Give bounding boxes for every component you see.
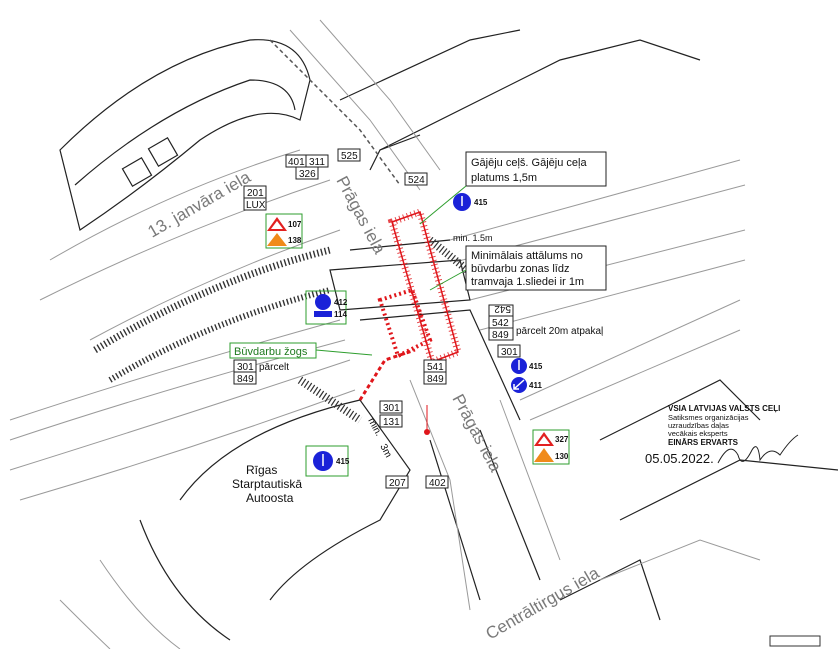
min-15-label: min. 1.5m [453,233,493,243]
sign-code-301-c: 301 [383,403,400,414]
blue-sign-415-top: 415 [453,193,488,211]
approval-dept-1: Satiksmes organizācijas [668,413,749,422]
street-pragas-top: Prāgas iela [332,173,389,257]
approval-role: vecākais eksperts [668,429,728,438]
blue-sign-415-right-code: 415 [529,362,543,371]
street-pragas-bottom: Prāgas iela [448,391,505,475]
sign-code-542: 542 [492,318,509,329]
approval-stamp: VSIA LATVIJAS VALSTS CEĻI Satiksmes orga… [645,404,799,466]
tram-text-1: Minimālais attālums no [471,250,583,262]
street-centraltirgus: Centrāltirgus iela [483,563,603,644]
sign-code-524: 524 [408,175,425,186]
fence-callout: Būvdarbu žogs [229,342,373,359]
road-linework [9,19,838,649]
blue-sign-415-bottom: 415 [305,445,350,477]
sign-code-849-c: 849 [427,374,444,385]
parcelt-20m-label: pārcelt 20m atpakaļ [516,326,603,337]
warning-138-code: 138 [288,236,302,245]
sign-code-201: 201 [247,188,264,199]
station-label-3: Autoosta [246,491,294,505]
footpath-text-1: Gājēju ceļš. Gājēju ceļa [471,157,587,169]
footpath-callout: Gājēju ceļš. Gājēju ceļa platums 1,5m [419,151,607,225]
sign-code-301-b: 301 [237,362,254,373]
tram-text-3: tramvaja 1.sliedei ir 1m [471,276,584,288]
warning-130-code: 130 [555,452,569,461]
blue-sign-114-code: 114 [334,310,347,319]
blue-sign-415-bottom-code: 415 [336,457,350,466]
approval-org: VSIA LATVIJAS VALSTS CEĻI [668,404,780,413]
blue-sign-412-code: 412 [334,298,348,307]
station-label-1: Rīgas [246,463,277,477]
sign-code-207: 207 [389,478,406,489]
blue-sign-group-right: 415 411 [511,358,543,393]
sign-code-326: 326 [299,169,316,180]
sign-code-849-a: 849 [492,330,509,341]
sign-code-lux: LUX [246,200,266,211]
warning-sign-group-right: 327 130 [532,429,570,465]
warning-sign-group-left: 107 138 [265,213,303,249]
signature-mark [717,434,799,464]
blue-sign-415-top-code: 415 [474,198,488,207]
sign-code-boxes: 401 311 326 201 LUX 525 524 542 542 849 … [233,148,521,489]
approval-date: 05.05.2022. [645,451,714,466]
sign-code-541: 541 [427,362,444,373]
blue-sign-411-code: 411 [529,381,542,390]
parcelt-label: pārcelt [259,362,289,373]
work-zone [358,207,463,435]
warning-327-code: 327 [555,435,569,444]
sign-code-131: 131 [383,417,400,428]
min-3-label-b: 3m [377,442,393,459]
blue-sign-group-left: 412 114 [305,290,348,325]
dimension-labels: min. 1.5m min. 3m pārcelt pārcelt 20m at… [232,233,603,505]
approval-dept-2: uzraudzības daļas [668,421,729,430]
sign-code-849-b: 849 [237,374,254,385]
fence-text: Būvdarbu žogs [234,346,308,358]
approval-name: EINĀRS ERVARTS [668,438,739,447]
warning-107-code: 107 [288,220,302,229]
station-label-2: Starptautiskā [232,477,302,491]
street-13-janvara: 13. janvāra iela [145,167,255,241]
sign-code-301-a: 301 [501,347,518,358]
footpath-text-2: platums 1,5m [471,172,537,184]
sign-code-542-inverted: 542 [494,303,511,314]
tram-distance-callout: Minimālais attālums no būvdarbu zonas lī… [429,245,607,291]
tram-text-2: būvdarbu zonas līdz [471,263,569,275]
sign-code-311: 311 [309,157,325,168]
sign-code-402: 402 [429,478,446,489]
sign-code-401: 401 [288,157,305,168]
sign-code-525: 525 [341,151,358,162]
